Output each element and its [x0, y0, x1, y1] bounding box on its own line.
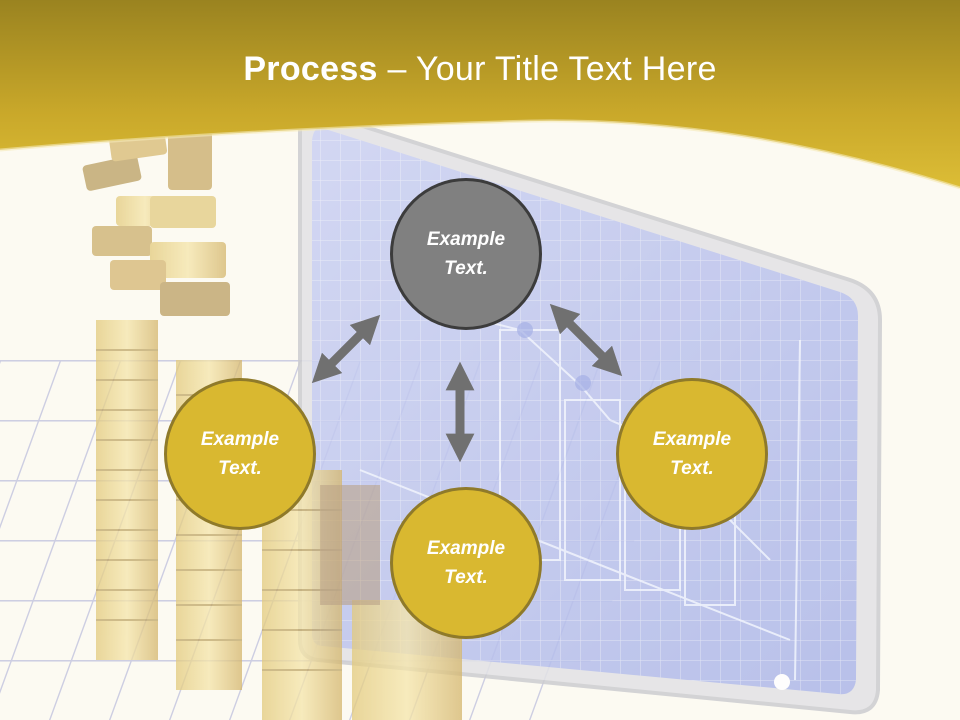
process-node-left: Example Text.: [164, 378, 316, 530]
header-band: [0, 0, 960, 188]
title-separator: –: [377, 50, 416, 88]
gold-bars-illustration: [82, 128, 462, 720]
node-right-label: Example Text.: [652, 429, 732, 479]
node-bottom-label: Example Text.: [426, 538, 506, 588]
title-text: Your Title Text Here: [415, 50, 717, 88]
slide-title: Process – Your Title Text Here: [0, 50, 960, 89]
process-node-top: Example Text.: [390, 178, 542, 330]
process-node-bottom: Example Text.: [390, 487, 542, 639]
node-left-label: Example Text.: [200, 429, 280, 479]
process-node-right: Example Text.: [616, 378, 768, 530]
node-top-label: Example Text.: [426, 229, 506, 279]
title-bold: Process: [243, 50, 378, 88]
